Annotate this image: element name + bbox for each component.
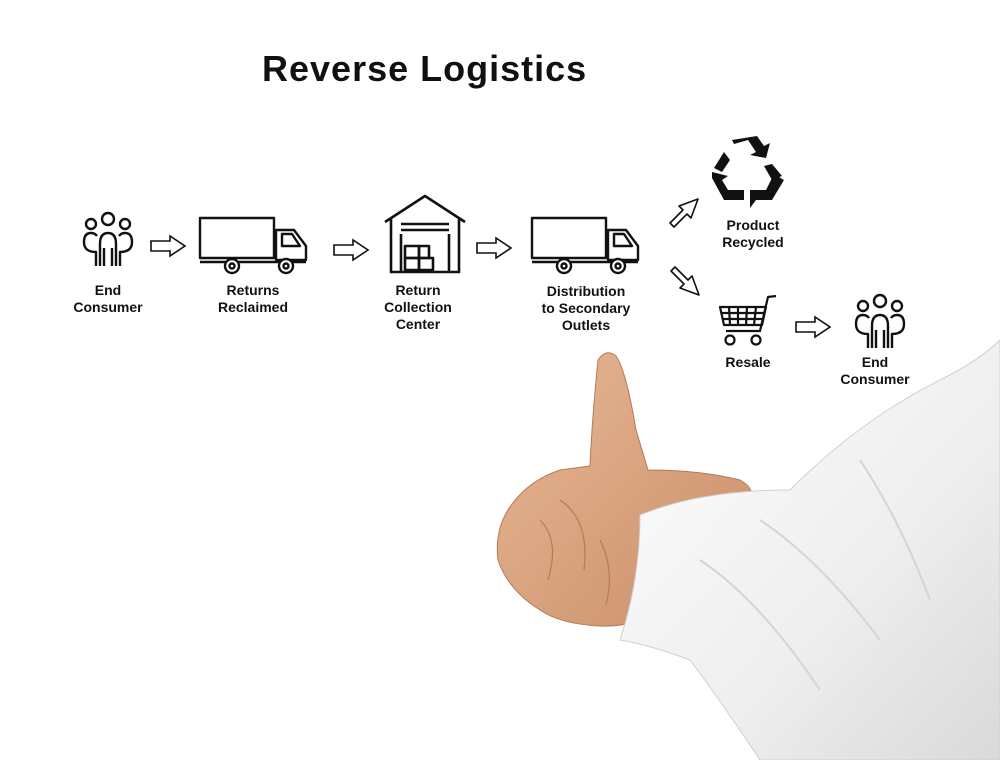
pointing-hand-image [0, 0, 1000, 760]
